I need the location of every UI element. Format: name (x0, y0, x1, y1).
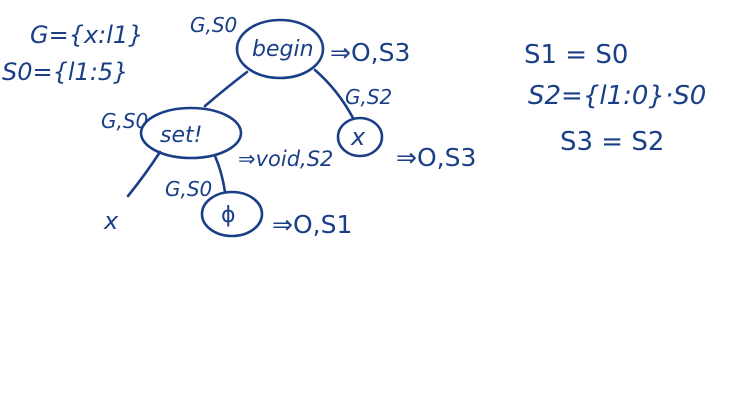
s3-equation: S3 = S2 (560, 127, 664, 157)
gamma-definition: G={x:l1} (30, 21, 143, 49)
phi-node-ellipse (200, 190, 264, 238)
x-var-env-label: G,S2 (345, 85, 392, 109)
phi-result: ⇒O,S1 (272, 210, 352, 239)
s1-equation: S1 = S0 (524, 40, 628, 70)
x-var-result: ⇒O,S3 (396, 143, 476, 172)
set-node-ellipse (139, 106, 243, 160)
set-node-label: set! (160, 123, 202, 148)
x-var-node-ellipse (336, 116, 384, 158)
sigma0-definition: S0={l1:5} (2, 58, 128, 86)
edge-set-to-phi (213, 154, 227, 194)
edge-set-to-x-leaf (126, 150, 162, 198)
x-var-node-label: x (350, 123, 366, 151)
begin-result: ⇒O,S3 (330, 38, 410, 67)
phi-node-label: ɸ (221, 203, 236, 228)
set-result: ⇒void,S2 (238, 147, 333, 171)
begin-node-label: begin (252, 37, 314, 62)
edge-begin-to-x (313, 68, 355, 120)
phi-env-label: G,S0 (165, 177, 212, 201)
begin-node-ellipse (235, 18, 325, 80)
s2-equation: S2={l1:0}·S0 (528, 81, 706, 111)
x-leaf-label: x (103, 207, 119, 235)
begin-env-label: G,S0 (190, 13, 237, 37)
edge-begin-to-set (203, 70, 249, 108)
